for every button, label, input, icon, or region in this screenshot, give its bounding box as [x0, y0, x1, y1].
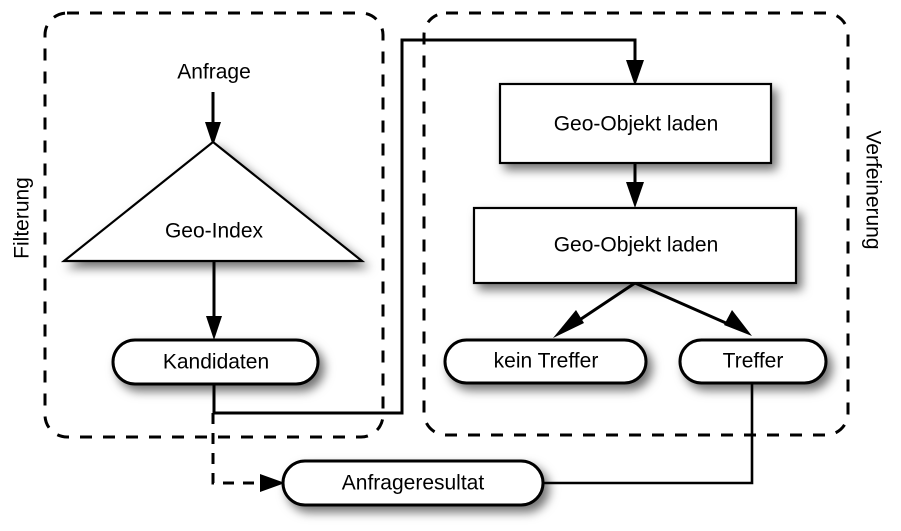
- edge-treffer-to-anfrageresultat: [543, 383, 754, 485]
- node-anfrageresultat[interactable]: Anfrageresultat: [281, 459, 545, 507]
- node-kein-treffer-label: kein Treffer: [494, 350, 599, 373]
- group-filterung: Filterung: [11, 11, 385, 439]
- node-kandidaten-label: Kandidaten: [163, 351, 269, 374]
- node-kein-treffer[interactable]: kein Treffer: [443, 338, 648, 385]
- group-verfeinerung-label: Verfeinerung: [861, 130, 884, 249]
- arrow-head-icon: [553, 310, 584, 338]
- node-geo-objekt-laden-2-shape: [472, 206, 798, 285]
- group-verfeinerung: Verfeinerung: [422, 11, 884, 437]
- edge-kandidaten-to-anfrageresultat: [211, 413, 285, 492]
- group-filterung-border: [43, 11, 385, 439]
- node-geo-index[interactable]: Geo-Index: [60, 140, 366, 263]
- node-treffer-label: Treffer: [723, 350, 784, 373]
- edge-geo-objekt-laden-2-to-kein-treffer: [553, 281, 636, 338]
- arrow-head-icon: [260, 474, 285, 492]
- node-treffer-shape: [678, 338, 828, 385]
- node-geo-objekt-laden-1-label: Geo-Objekt laden: [554, 113, 719, 136]
- node-anfrageresultat-shape: [281, 459, 545, 507]
- node-kein-treffer-shape: [443, 338, 648, 385]
- edge-geo-objekt-laden-2-to-treffer: [634, 281, 752, 336]
- node-anfrage-label: Anfrage: [177, 61, 251, 84]
- node-anfrageresultat-label: Anfrageresultat: [342, 472, 485, 495]
- node-geo-objekt-laden-1[interactable]: Geo-Objekt laden: [498, 82, 773, 165]
- edge-geo-objekt-laden-1-to-2: [626, 163, 644, 208]
- node-geo-index-shape: [60, 140, 366, 263]
- edge-geo-index-to-kandidaten: [206, 262, 222, 340]
- node-kandidaten-shape: [111, 338, 320, 386]
- arrow-head-icon: [626, 182, 644, 208]
- node-treffer[interactable]: Treffer: [678, 338, 828, 385]
- edge-kandidaten-to-geo-objekt-laden-1: [212, 38, 644, 415]
- group-filterung-label: Filterung: [11, 177, 34, 259]
- node-kandidaten[interactable]: Kandidaten: [111, 338, 320, 386]
- node-geo-objekt-laden-2[interactable]: Geo-Objekt laden: [472, 206, 798, 285]
- arrow-head-icon: [205, 122, 221, 146]
- node-geo-objekt-laden-2-label: Geo-Objekt laden: [554, 234, 719, 257]
- edge-anfrage-to-geo-index: [205, 92, 221, 146]
- node-geo-index-label: Geo-Index: [165, 220, 264, 243]
- arrow-head-icon: [626, 60, 644, 86]
- group-verfeinerung-border: [422, 11, 850, 437]
- arrow-head-icon: [724, 310, 752, 336]
- node-geo-objekt-laden-1-shape: [498, 82, 773, 165]
- arrow-head-icon: [206, 316, 222, 340]
